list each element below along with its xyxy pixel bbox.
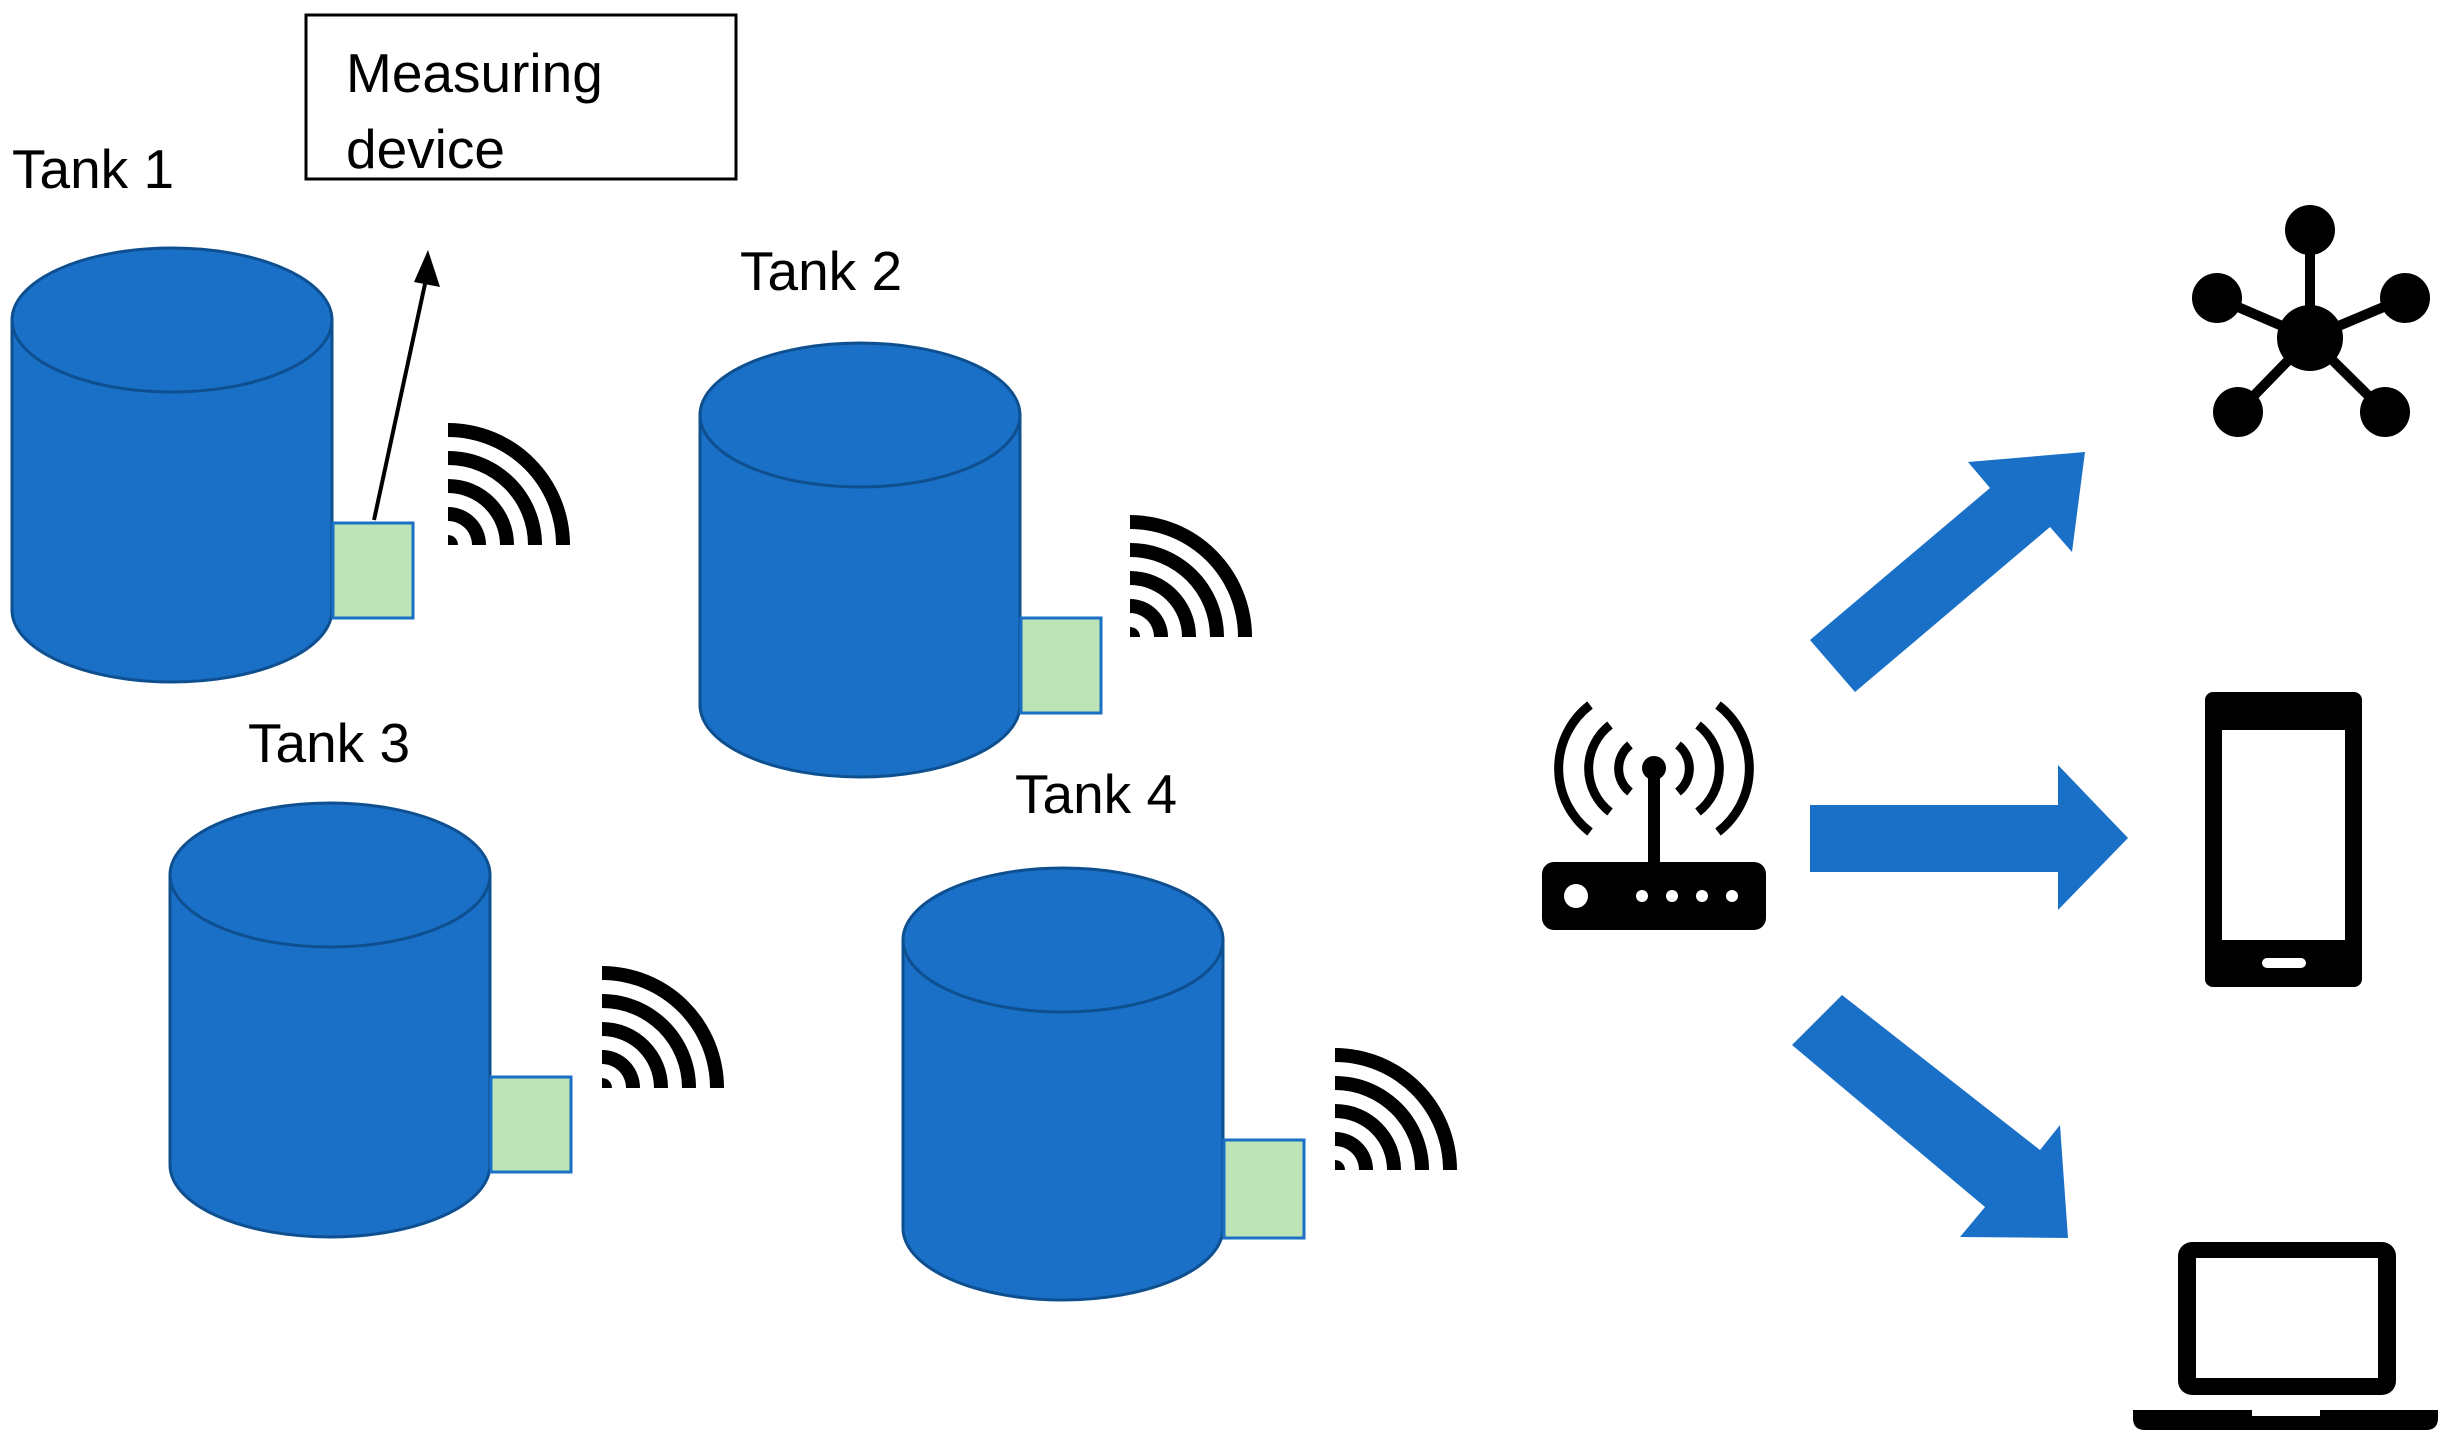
tank-3-top bbox=[168, 801, 492, 949]
tank-2-sensor bbox=[1019, 616, 1103, 715]
arrow-to-laptop bbox=[1792, 995, 2068, 1238]
callout-line-2: device bbox=[346, 118, 505, 180]
tank-3-label: Tank 3 bbox=[248, 712, 410, 774]
callout-pointer-arrowhead bbox=[414, 250, 440, 287]
tank-4-sensor bbox=[1222, 1138, 1306, 1240]
measuring-device-callout: Measuring device bbox=[304, 13, 738, 181]
wifi-router-icon bbox=[1542, 701, 1766, 930]
arrow-to-smartphone bbox=[1810, 765, 2128, 910]
callout-line-1: Measuring bbox=[346, 42, 603, 104]
tank-4-label: Tank 4 bbox=[1015, 763, 1177, 825]
callout-pointer-arrow bbox=[372, 269, 430, 521]
tank-2-body bbox=[698, 413, 1022, 779]
tank-1: Tank 1 bbox=[10, 138, 570, 684]
tank-2-signal-icon bbox=[1130, 515, 1252, 637]
arrow-to-network bbox=[1810, 452, 2085, 692]
tank-2-top bbox=[698, 341, 1022, 489]
tank-1-label: Tank 1 bbox=[12, 138, 174, 200]
tank-3-body bbox=[168, 873, 492, 1239]
tank-1-sensor bbox=[331, 521, 415, 620]
tank-4-signal-icon bbox=[1335, 1048, 1457, 1170]
tank-1-body bbox=[10, 318, 334, 684]
tank-1-signal-icon bbox=[448, 423, 570, 545]
tank-2-label: Tank 2 bbox=[740, 240, 902, 302]
tank-4: Tank 4 bbox=[901, 763, 1457, 1302]
tank-4-top bbox=[901, 866, 1225, 1014]
tank-2: Tank 2 bbox=[698, 240, 1252, 779]
tank-3: Tank 3 bbox=[168, 712, 724, 1239]
laptop-icon bbox=[2133, 1242, 2438, 1430]
tank-4-body bbox=[901, 938, 1225, 1302]
tank-1-top bbox=[10, 246, 334, 394]
tank-3-signal-icon bbox=[602, 966, 724, 1088]
network-hub-icon bbox=[2192, 205, 2430, 437]
smartphone-icon bbox=[2205, 692, 2362, 987]
tank-3-sensor bbox=[489, 1075, 573, 1174]
